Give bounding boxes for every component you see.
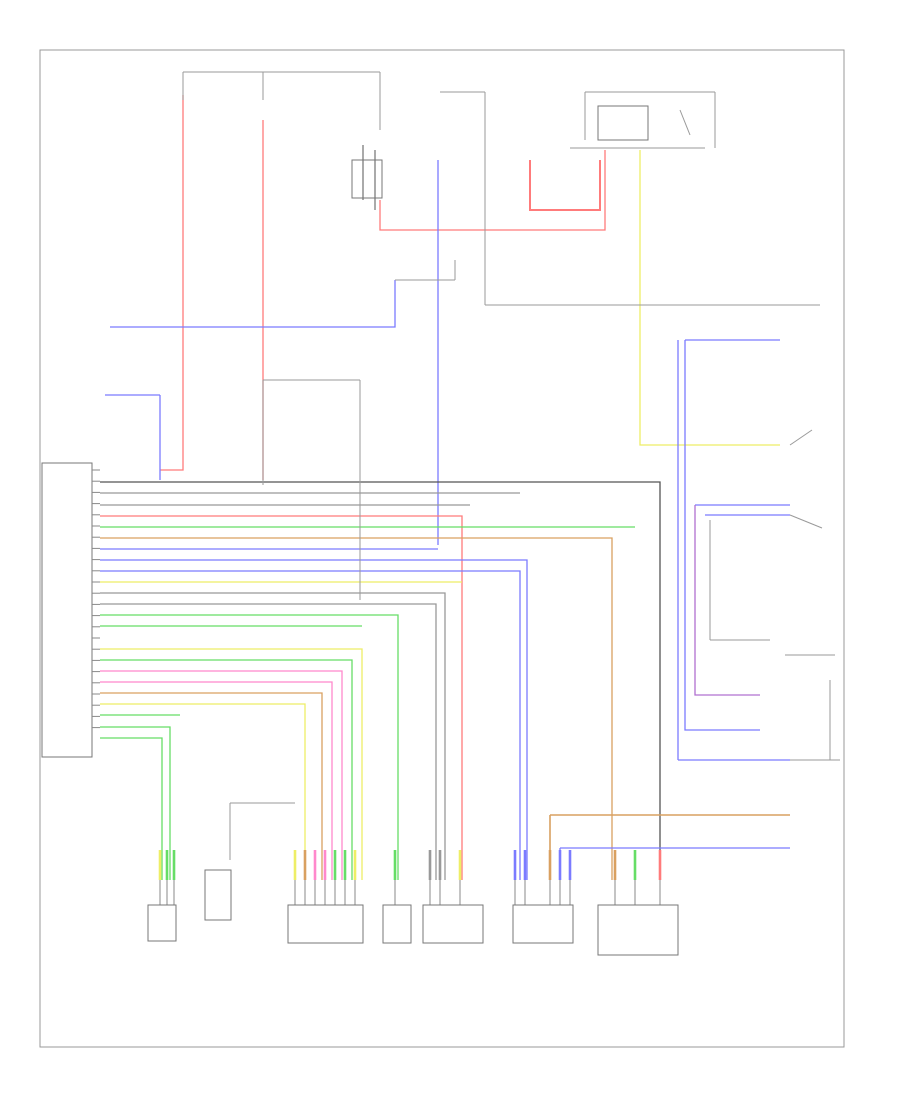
wire-harness-row	[100, 559, 528, 880]
connector-c-box	[287, 904, 364, 944]
sensor-b-box	[204, 869, 232, 921]
wire-harness-row	[100, 592, 446, 880]
ground-return-structure	[229, 260, 456, 860]
sensor-a-box	[147, 904, 177, 942]
wire-purple-right	[694, 505, 760, 696]
wire-harness-row	[100, 670, 343, 880]
solenoid-f-box	[597, 904, 679, 956]
wire-harness-row	[100, 515, 463, 880]
top-relay-structure	[182, 71, 780, 306]
wire-harness-row	[100, 659, 353, 880]
wire-yellow-right	[639, 150, 780, 446]
bottom-components	[147, 869, 679, 956]
wire-red-relay-3	[580, 160, 601, 211]
sensor-e-box	[422, 904, 484, 944]
sensor-f-box	[512, 904, 574, 944]
wire-harness-row	[100, 703, 306, 880]
wire-red-feed-a	[160, 95, 184, 471]
wire-harness-row	[100, 481, 661, 880]
wire-blue-right-1	[684, 340, 760, 731]
wire-harness-row	[100, 648, 363, 880]
diagram-frame	[39, 49, 845, 1048]
ecm-pins	[92, 469, 100, 729]
wire-harness-row	[100, 737, 163, 880]
sensor-d-box	[382, 904, 412, 944]
right-side-structure	[709, 304, 840, 761]
wire-red-relay-2	[529, 160, 580, 211]
wire-harness-row	[100, 537, 613, 880]
wire-harness-row	[100, 603, 437, 880]
wire-harness-row	[100, 570, 521, 880]
wire-harness-row	[100, 692, 323, 880]
wire-harness-row	[100, 726, 171, 880]
ecm-connector-block	[41, 462, 93, 758]
wire-harness-row	[100, 614, 399, 880]
harness-wires	[100, 95, 790, 905]
wire-harness-row	[100, 681, 333, 880]
wire-red-relay	[379, 150, 606, 231]
wire-blue-top	[110, 280, 396, 328]
